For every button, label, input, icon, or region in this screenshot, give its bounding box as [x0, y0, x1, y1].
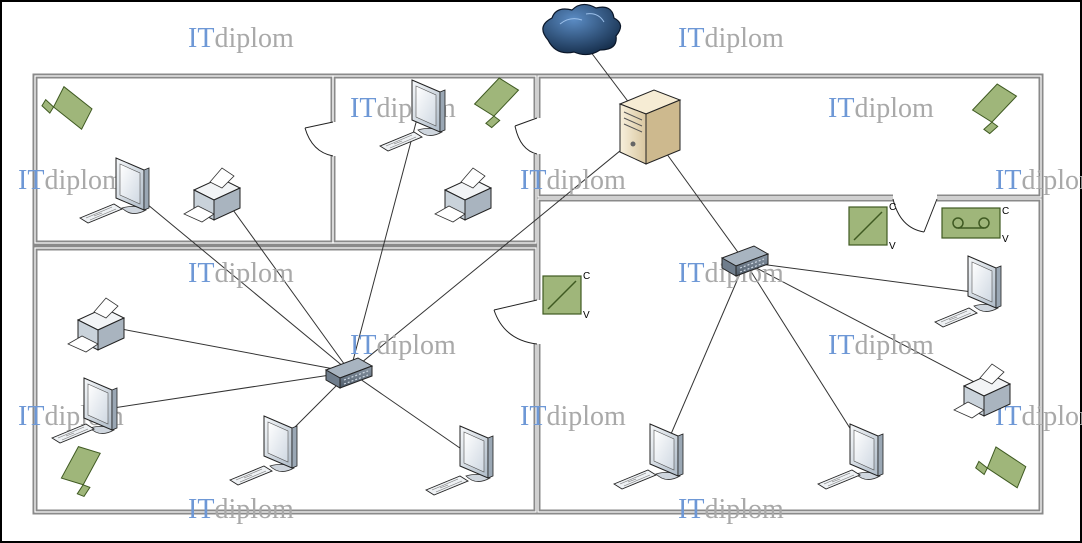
link-switch-right-monitor-8 [744, 261, 866, 453]
recorder-label-c: C [1002, 206, 1009, 217]
keyboard-icon [613, 469, 657, 490]
server-icon [618, 89, 682, 165]
watermarks: ITdiplom ITdiplom ITdiplom ITdiplom ITdi… [18, 23, 1082, 525]
camera-icon [38, 79, 99, 141]
sensor-label-v: V [889, 241, 896, 252]
watermark: ITdiplom [520, 401, 626, 432]
monitor-icon [967, 255, 1002, 313]
watermark: ITdiplom [995, 165, 1082, 196]
printer-icon [183, 167, 241, 223]
watermark: ITdiplom [520, 165, 626, 196]
keyboard-icon [425, 475, 469, 496]
link-switch-left-printer-3 [99, 324, 351, 373]
link-switch-left-monitor-2 [349, 114, 419, 373]
keyboard-icon [379, 131, 423, 152]
camera-icon [966, 78, 1026, 137]
monitor-icon [849, 423, 884, 481]
link-switch-left-monitor-1 [129, 189, 351, 373]
wall-highlights [34, 75, 1042, 513]
link-switch-right-printer-4 [744, 261, 981, 386]
link-switch-left-monitor-5 [349, 371, 471, 456]
monitor-icon [649, 423, 684, 481]
printer-icon [67, 297, 125, 353]
workstation [229, 415, 298, 486]
recorder-icon: C V [941, 206, 1009, 245]
sensor-label-v: V [583, 310, 590, 321]
cloud-icon [542, 3, 622, 56]
link-switch-right-monitor-7 [664, 261, 746, 449]
keyboard-icon [934, 307, 978, 328]
workstation [817, 423, 884, 490]
sensor-icon: C V [542, 271, 590, 321]
printer-icon [434, 167, 492, 223]
monitor-icon [115, 157, 150, 215]
keyboard-icon [229, 465, 273, 486]
watermark: ITdiplom [828, 330, 934, 361]
watermark: ITdiplom [678, 23, 784, 54]
sensor-label-c: C [889, 202, 896, 213]
door-icon [892, 198, 938, 233]
camera-icon [468, 72, 528, 131]
workstation [613, 423, 684, 490]
switch-icon [325, 357, 373, 389]
link-switch-right-monitor-6 [744, 261, 981, 294]
link-server-switch-left [349, 127, 649, 373]
watermark: ITdiplom [188, 23, 294, 54]
watermark: ITdiplom [188, 258, 294, 289]
keyboard-icon [79, 203, 123, 224]
link-switch-left-monitor-3 [99, 371, 351, 411]
monitor-icon [411, 79, 446, 137]
door-icon [493, 299, 538, 345]
watermark: ITdiplom [995, 401, 1082, 432]
watermark: ITdiplom [828, 93, 934, 124]
sensor-icon: C V [848, 202, 896, 252]
monitor-icon [263, 415, 298, 473]
camera-icon [51, 438, 116, 502]
watermark: ITdiplom [18, 165, 124, 196]
camera-icon [971, 438, 1034, 502]
watermark: ITdiplom [350, 330, 456, 361]
monitor-icon [459, 425, 494, 483]
doors [304, 117, 938, 345]
watermark: ITdiplom [188, 494, 294, 525]
room-bottom-right [535, 196, 1044, 515]
door-icon [304, 121, 334, 157]
link-switch-left-printer-1 [214, 184, 351, 373]
keyboard-icon [817, 469, 861, 490]
workstation [934, 255, 1002, 328]
recorder-label-v: V [1002, 234, 1009, 245]
workstation [425, 425, 494, 496]
sensor-label-c: C [583, 271, 590, 282]
door-icon [514, 117, 538, 155]
watermark: ITdiplom [678, 494, 784, 525]
